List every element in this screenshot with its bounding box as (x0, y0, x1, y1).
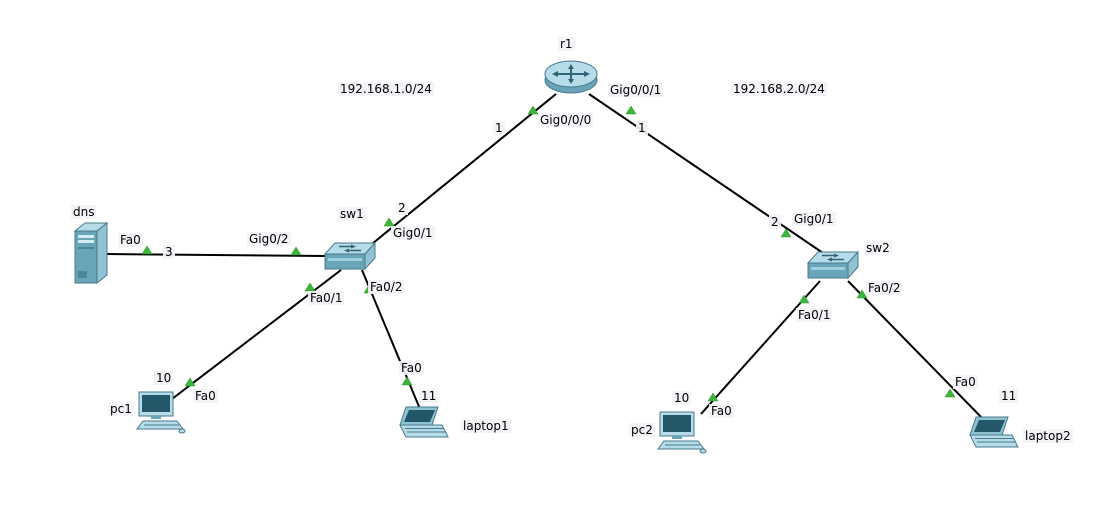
link-up-icon (798, 294, 810, 304)
port-label-pc2-fa0: Fa0 (709, 404, 734, 418)
ip-octet-label-sw2: 2 (769, 215, 781, 229)
port-label-r1-gig0-0-1: Gig0/0/1 (608, 83, 664, 97)
port-label-dns-fa0: Fa0 (118, 233, 143, 247)
device-label-laptop1[interactable]: laptop1 (461, 419, 511, 433)
link-up-icon (141, 245, 153, 255)
device-label-r1[interactable]: r1 (558, 37, 575, 51)
port-label-sw1-fa0-1: Fa0/1 (308, 291, 345, 305)
port-label-sw1-gig0-1: Gig0/1 (391, 226, 435, 240)
link-up-icon (625, 105, 637, 115)
cable-r1-sw1[interactable] (366, 93, 557, 249)
device-pc-pc1[interactable] (136, 391, 186, 434)
network-note-2[interactable]: 192.168.2.0/24 (731, 82, 827, 96)
port-label-r1-gig0-0-0: Gig0/0/0 (538, 113, 594, 127)
port-label-sw1-gig0-2: Gig0/2 (247, 232, 291, 246)
ip-octet-label-r1-right: 1 (636, 121, 648, 135)
device-label-laptop2[interactable]: laptop2 (1023, 429, 1073, 443)
link-up-icon (290, 246, 302, 256)
ip-octet-label-laptop1: 11 (419, 389, 439, 403)
ip-octet-label-pc1: 10 (154, 371, 174, 385)
ip-octet-label-laptop2: 11 (999, 389, 1019, 403)
port-label-pc1-fa0: Fa0 (193, 389, 218, 403)
link-up-icon (944, 388, 956, 398)
link-up-icon (707, 392, 719, 402)
device-label-sw2[interactable]: sw2 (864, 241, 892, 255)
link-up-icon (527, 105, 539, 115)
ip-octet-label-pc2: 10 (672, 391, 692, 405)
device-server-dns[interactable] (73, 221, 109, 285)
link-up-icon (780, 228, 792, 238)
device-label-pc2[interactable]: pc2 (629, 423, 655, 437)
cable-dns-sw1[interactable] (105, 253, 327, 257)
device-switch-sw2[interactable] (806, 250, 860, 280)
device-laptop-laptop2[interactable] (969, 416, 1019, 448)
port-label-laptop1-fa0: Fa0 (399, 361, 424, 375)
link-up-icon (401, 376, 413, 386)
ip-octet-label-sw1: 2 (396, 201, 408, 215)
cable-r1-sw2[interactable] (588, 93, 824, 254)
network-note-1[interactable]: 192.168.1.0/24 (338, 82, 434, 96)
link-up-icon (383, 217, 395, 227)
link-up-icon (184, 377, 196, 387)
device-router-r1[interactable] (544, 60, 598, 94)
link-up-icon (304, 282, 316, 292)
device-pc-pc2[interactable] (657, 411, 707, 454)
port-label-sw1-fa0-2: Fa0/2 (368, 280, 405, 294)
device-label-pc1[interactable]: pc1 (108, 402, 134, 416)
device-laptop-laptop1[interactable] (399, 406, 449, 438)
device-switch-sw1[interactable] (323, 241, 377, 271)
ip-octet-label-r1-left: 1 (493, 121, 505, 135)
port-label-laptop2-fa0: Fa0 (953, 375, 978, 389)
port-label-sw2-gig0-1: Gig0/1 (792, 212, 836, 226)
device-label-dns[interactable]: dns (71, 205, 97, 219)
link-up-icon (856, 289, 868, 299)
cable-sw1-pc1[interactable] (171, 269, 342, 400)
device-label-sw1[interactable]: sw1 (338, 207, 366, 221)
ip-octet-label-dns: 3 (163, 245, 175, 259)
port-label-sw2-fa0-2: Fa0/2 (866, 281, 903, 295)
port-label-sw2-fa0-1: Fa0/1 (796, 308, 833, 322)
cable-sw2-laptop2[interactable] (847, 280, 985, 421)
